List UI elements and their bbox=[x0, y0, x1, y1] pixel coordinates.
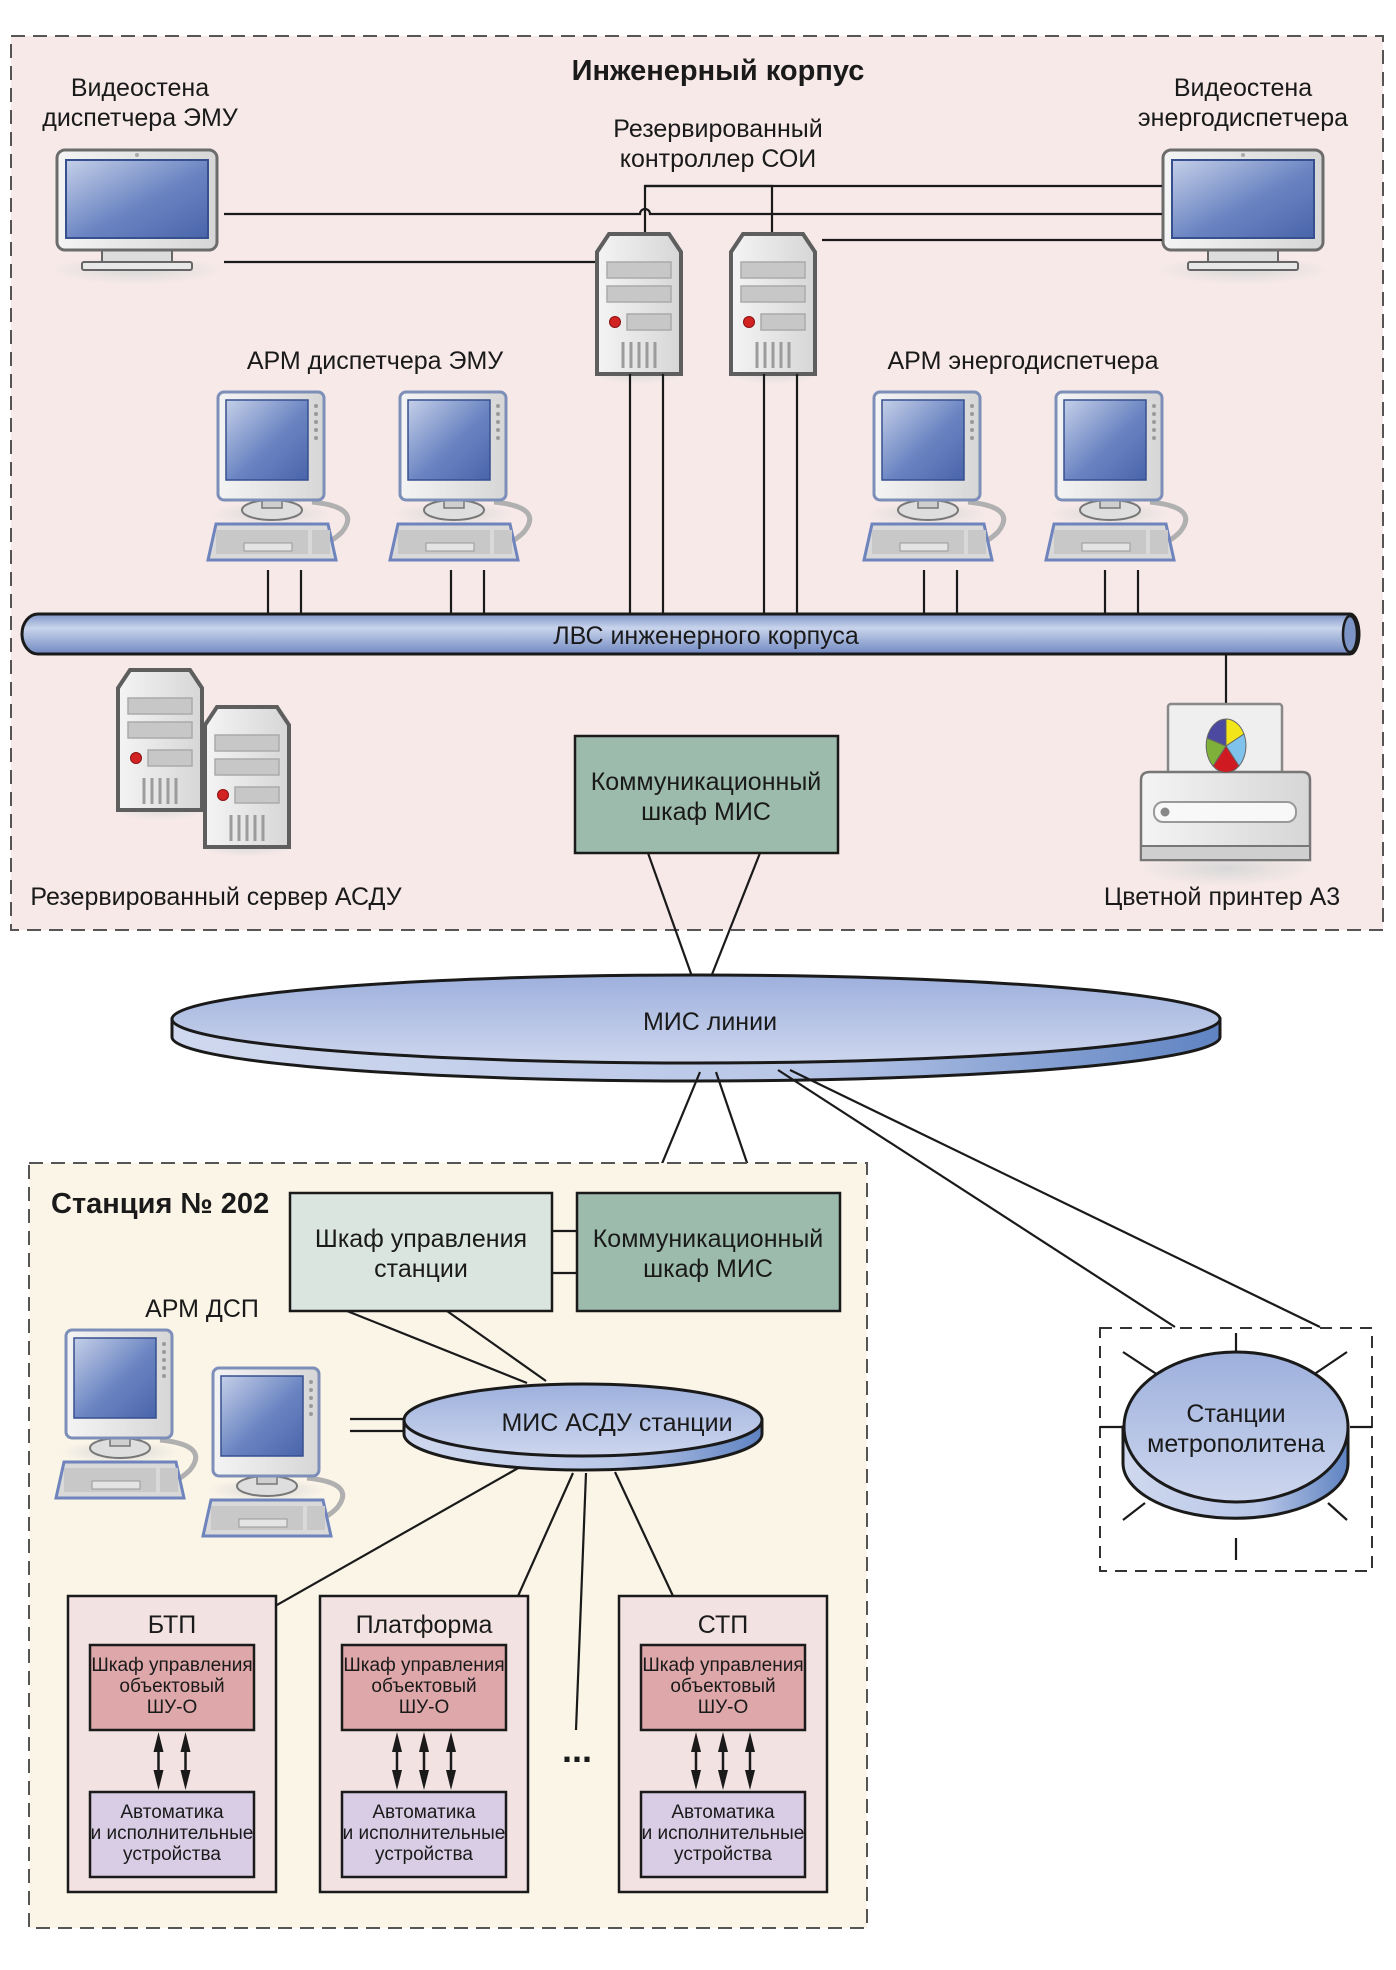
mis-line-network bbox=[170, 973, 1222, 1083]
station-control-cabinet-line1: Шкаф управления bbox=[315, 1225, 527, 1253]
station-control-cabinet bbox=[288, 1191, 554, 1313]
videowall-energy-label-line2: энергодиспетчера bbox=[1138, 104, 1348, 132]
bidirectional-arrow-icon bbox=[691, 1732, 701, 1790]
station-comm-cabinet bbox=[575, 1191, 842, 1313]
engineering-comm-cabinet-line2: шкаф МИС bbox=[641, 798, 771, 826]
automation-devices-line: и исполнительные bbox=[343, 1823, 506, 1844]
object-cabinet bbox=[340, 1643, 508, 1732]
engineering-building-title: Инженерный корпус bbox=[572, 55, 865, 87]
automation-devices-line: Автоматика bbox=[372, 1802, 476, 1823]
automation-devices-line: устройства bbox=[123, 1844, 221, 1865]
lan-label: ЛВС инженерного корпуса bbox=[553, 622, 859, 650]
videowall-emu-label-line1: Видеостена bbox=[71, 74, 209, 102]
engineering-comm-cabinet-line1: Коммуникационный bbox=[591, 768, 822, 796]
bidirectional-arrow-icon bbox=[718, 1732, 728, 1790]
automation-devices-box bbox=[639, 1790, 807, 1879]
station-comm-cabinet-line2: шкаф МИС bbox=[643, 1255, 773, 1283]
arm-dsp-links bbox=[350, 1417, 405, 1433]
lan-bus bbox=[20, 612, 1361, 656]
controller-label-line1: Резервированный bbox=[613, 115, 822, 143]
subsystem-title: БТП bbox=[148, 1611, 197, 1639]
subsystem-title: Платформа bbox=[356, 1611, 493, 1639]
arm-dsp-label: АРМ ДСП bbox=[145, 1295, 259, 1323]
object-cabinet-line: объектовый bbox=[670, 1676, 775, 1697]
bidirectional-arrow-icon bbox=[745, 1732, 755, 1790]
mis-line-label: МИС линии bbox=[643, 1008, 777, 1036]
station-comm-cabinet-line1: Коммуникационный bbox=[593, 1225, 824, 1253]
videowall-energy-monitor-icon bbox=[1156, 148, 1330, 286]
metro-spokes bbox=[1100, 1333, 1372, 1560]
object-cabinet-line: Шкаф управления bbox=[343, 1655, 504, 1676]
controller-server-2-icon bbox=[723, 232, 823, 386]
metro-stations-disk bbox=[1121, 1350, 1350, 1520]
object-cabinet-line: объектовый bbox=[119, 1676, 224, 1697]
bidirectional-arrow-icon bbox=[180, 1732, 191, 1790]
engineering-comm-cabinet bbox=[573, 734, 840, 855]
lan-drops bbox=[266, 374, 1228, 705]
controller-label-line2: контроллер СОИ bbox=[620, 145, 816, 173]
automation-devices-line: и исполнительные bbox=[91, 1823, 254, 1844]
automation-devices-line: и исполнительные bbox=[642, 1823, 805, 1844]
automation-devices-box bbox=[88, 1790, 256, 1879]
printer-label: Цветной принтер А3 bbox=[1104, 883, 1340, 911]
videowall-energy-label-line1: Видеостена bbox=[1174, 74, 1312, 102]
metro-stations-line2: метрополитена bbox=[1147, 1430, 1325, 1458]
videowall-emu-label-line2: диспетчера ЭМУ bbox=[42, 104, 238, 132]
metro-stations-zone bbox=[1099, 1327, 1373, 1572]
arm-emu-label: АРМ диспетчера ЭМУ bbox=[247, 347, 503, 375]
metro-stations-line1: Станции bbox=[1186, 1400, 1285, 1428]
bidirectional-arrow-icon bbox=[446, 1732, 456, 1790]
controller-server-1-icon bbox=[589, 232, 689, 386]
object-cabinet bbox=[88, 1643, 256, 1732]
object-cabinet-line: ШУ-О bbox=[698, 1697, 749, 1718]
automation-devices-box bbox=[340, 1790, 508, 1879]
bidirectional-arrow-icon bbox=[392, 1732, 402, 1790]
bidirectional-arrow-icon bbox=[419, 1732, 429, 1790]
object-cabinet-line: Шкаф управления bbox=[642, 1655, 803, 1676]
station-network bbox=[402, 1382, 764, 1472]
arm-energy-label: АРМ энергодиспетчера bbox=[888, 347, 1159, 375]
object-cabinet-line: ШУ-О bbox=[147, 1697, 198, 1718]
subsystem-title: СТП bbox=[698, 1611, 748, 1639]
videowall-emu-monitor-icon bbox=[50, 148, 224, 286]
automation-devices-line: Автоматика bbox=[671, 1802, 775, 1823]
station-title: Станция № 202 bbox=[51, 1188, 269, 1220]
automation-devices-line: Автоматика bbox=[120, 1802, 224, 1823]
object-cabinet-line: Шкаф управления bbox=[91, 1655, 252, 1676]
asdu-server-1-icon bbox=[110, 668, 210, 822]
color-printer-icon bbox=[1139, 702, 1312, 886]
automation-devices-line: устройства bbox=[375, 1844, 473, 1865]
object-cabinet bbox=[639, 1643, 807, 1732]
station-control-cabinet-line2: станции bbox=[374, 1255, 468, 1283]
asdu-server-label: Резервированный сервер АСДУ bbox=[30, 883, 401, 911]
object-cabinet-line: ШУ-О bbox=[399, 1697, 450, 1718]
engineering-to-line-links bbox=[646, 852, 762, 983]
more-subsystems-ellipsis: ... bbox=[562, 1729, 592, 1770]
object-cabinet-line: объектовый bbox=[371, 1676, 476, 1697]
videowall-connections bbox=[224, 184, 1162, 264]
station-cabinet-links bbox=[346, 1229, 577, 1385]
bidirectional-arrow-icon bbox=[153, 1732, 164, 1790]
automation-devices-line: устройства bbox=[674, 1844, 772, 1865]
asdu-server-2-icon bbox=[197, 705, 297, 859]
station-network-label: МИС АСДУ станции bbox=[501, 1409, 732, 1437]
